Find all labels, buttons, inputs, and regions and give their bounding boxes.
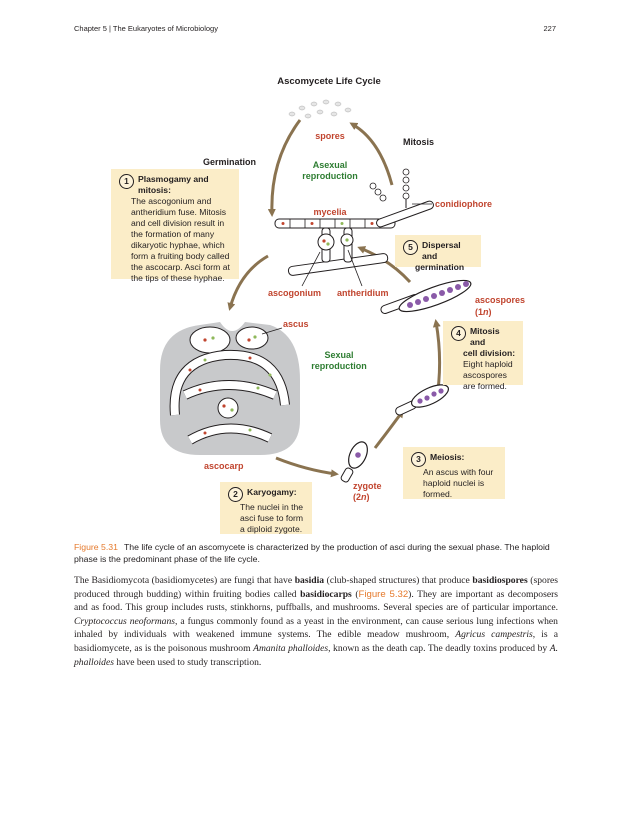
four-nuclei-ascus-illustration [395,384,450,416]
step-2-number: 2 [228,487,243,502]
cycle-arrow-to-ascocarp [227,254,269,311]
paragraph-text: (spores produced through budding) within… [74,575,559,600]
step-3-number: 3 [411,452,426,467]
figure-caption-text: The life cycle of an ascomycete is chara… [74,542,550,564]
step-5-title-2: germination [415,262,465,272]
step-4-line: Eight haploid [463,359,513,369]
label-asexual-line2: reproduction [302,171,358,181]
step-4-line: ascospores [463,370,507,380]
species-name: Cryptococcus neoformans [74,615,176,627]
paragraph-text: ( [351,588,359,600]
step-4-title: Mitosis and [470,326,500,347]
step-1-line: form a fruiting body called [131,251,230,261]
step-4-title-2: cell division: [463,348,516,358]
figure-caption-label: Figure 5.31 [74,542,118,552]
cycle-arrow-germination [267,119,302,217]
label-ascospores-ploidy: (1n) [475,307,492,317]
step-4-line: are formed. [463,381,507,391]
step-1-number: 1 [119,174,134,189]
paragraph-text: have been used to study transcription. [113,656,262,668]
paragraph-text: , known as the death cap. The deadly tox… [328,642,550,654]
label-spores: spores [315,131,345,141]
ascomycete-life-cycle-figure: Ascomycete Life Cycle spores Mitosis Ger… [160,76,525,502]
step-4-box: 4 Mitosis and cell division: Eight haploi… [443,321,523,391]
label-asexual-line1: Asexual [313,160,348,170]
step-1-line: the formation of many [131,229,215,239]
paragraph-text: , is a basidiomycete, as is the poisonou… [74,629,558,654]
step-2-box: 2 Karyogamy: The nuclei in the asci fuse … [220,482,312,534]
figure-reference-link[interactable]: Figure 5.32 [358,588,409,600]
label-conidiophore: conidiophore [435,199,492,209]
cycle-arrow-mitosis-division [432,319,442,391]
step-1-box: 1 Plasmogamy and mitosis: The ascogonium … [111,169,239,283]
paragraph-text: The Basidiomycota (basidiomycetes) are f… [74,575,295,586]
paragraph-text: ). They are important as decomposers and… [74,588,559,614]
species-name: A. phalloides [74,642,558,668]
paragraph-text: , a fungus commonly found as a yeast in … [74,615,558,641]
ascocarp-illustration [160,322,300,455]
label-zygote: zygote [353,481,382,491]
ascospores-illustration [380,279,472,314]
step-1-line: and cell division result in [131,218,225,228]
body-paragraph: The Basidiomycota (basidiomycetes) are f… [74,574,558,669]
species-name: Agricus campestris [455,629,533,641]
step-5-title: Dispersal and [422,240,461,261]
label-ascospores: ascospores [475,295,525,305]
term-basidiocarps: basidiocarps [300,588,352,600]
step-2-line: a diploid zygote. [240,524,303,534]
step-1-line: antheridium fuse. Mitosis [131,207,227,217]
label-sexual-line2: reproduction [311,361,367,371]
step-3-line: formed. [423,489,453,499]
cycle-arrow-meiosis [373,409,404,449]
label-mitosis: Mitosis [403,137,434,147]
label-mycelia: mycelia [313,207,347,217]
label-ascocarp: ascocarp [204,461,244,471]
step-1-line: The ascogonium and [131,196,212,206]
chapter-title: Chapter 5 | The Eukaryotes of Microbiolo… [74,24,218,33]
label-zygote-ploidy: (2n) [353,492,370,502]
spores-illustration [288,99,352,119]
running-head: Chapter 5 | The Eukaryotes of Microbiolo… [74,24,556,33]
step-2-line: asci fuse to form [240,513,304,523]
cycle-arrow-mitosis [349,122,394,186]
step-3-title: Meiosis: [430,452,465,462]
step-4-number: 4 [451,326,466,341]
step-2-title: Karyogamy: [247,487,297,497]
label-antheridium: antheridium [337,288,389,298]
zygote-illustration [340,441,368,483]
figure-title: Ascomycete Life Cycle [277,76,381,87]
step-1-line: the tips of these hyphae. [131,273,225,283]
step-1-line: dikaryotic hyphae, which [131,240,225,250]
term-basidia: basidia [294,575,325,586]
species-name: Amanita phalloides [253,642,329,654]
step-5-box: 5 Dispersal and germination [395,235,481,272]
step-1-title: Plasmogamy and mitosis: [138,174,209,195]
cycle-arrow-to-zygote [275,456,339,478]
paragraph-text: (club-shaped structures) that produce [324,575,473,586]
step-3-line: An ascus with four [423,467,494,477]
step-3-box: 3 Meiosis: An ascus with four haploid nuc… [403,447,505,499]
label-sexual-line1: Sexual [324,350,353,360]
step-3-line: haploid nuclei is [423,478,485,488]
label-ascus: ascus [283,319,309,329]
step-5-number: 5 [403,240,418,255]
page-number: 227 [543,24,556,33]
label-ascogonium: ascogonium [268,288,321,298]
mycelia-illustration [274,218,396,287]
cycle-arrow-dispersal [357,246,412,284]
term-basidiospores: basidiospores [472,575,528,586]
label-germination: Germination [203,157,256,167]
step-1-line: the ascocarp. Asci form at [131,262,230,272]
step-2-line: The nuclei in the [240,502,304,512]
conidiophore-illustration [369,168,434,228]
